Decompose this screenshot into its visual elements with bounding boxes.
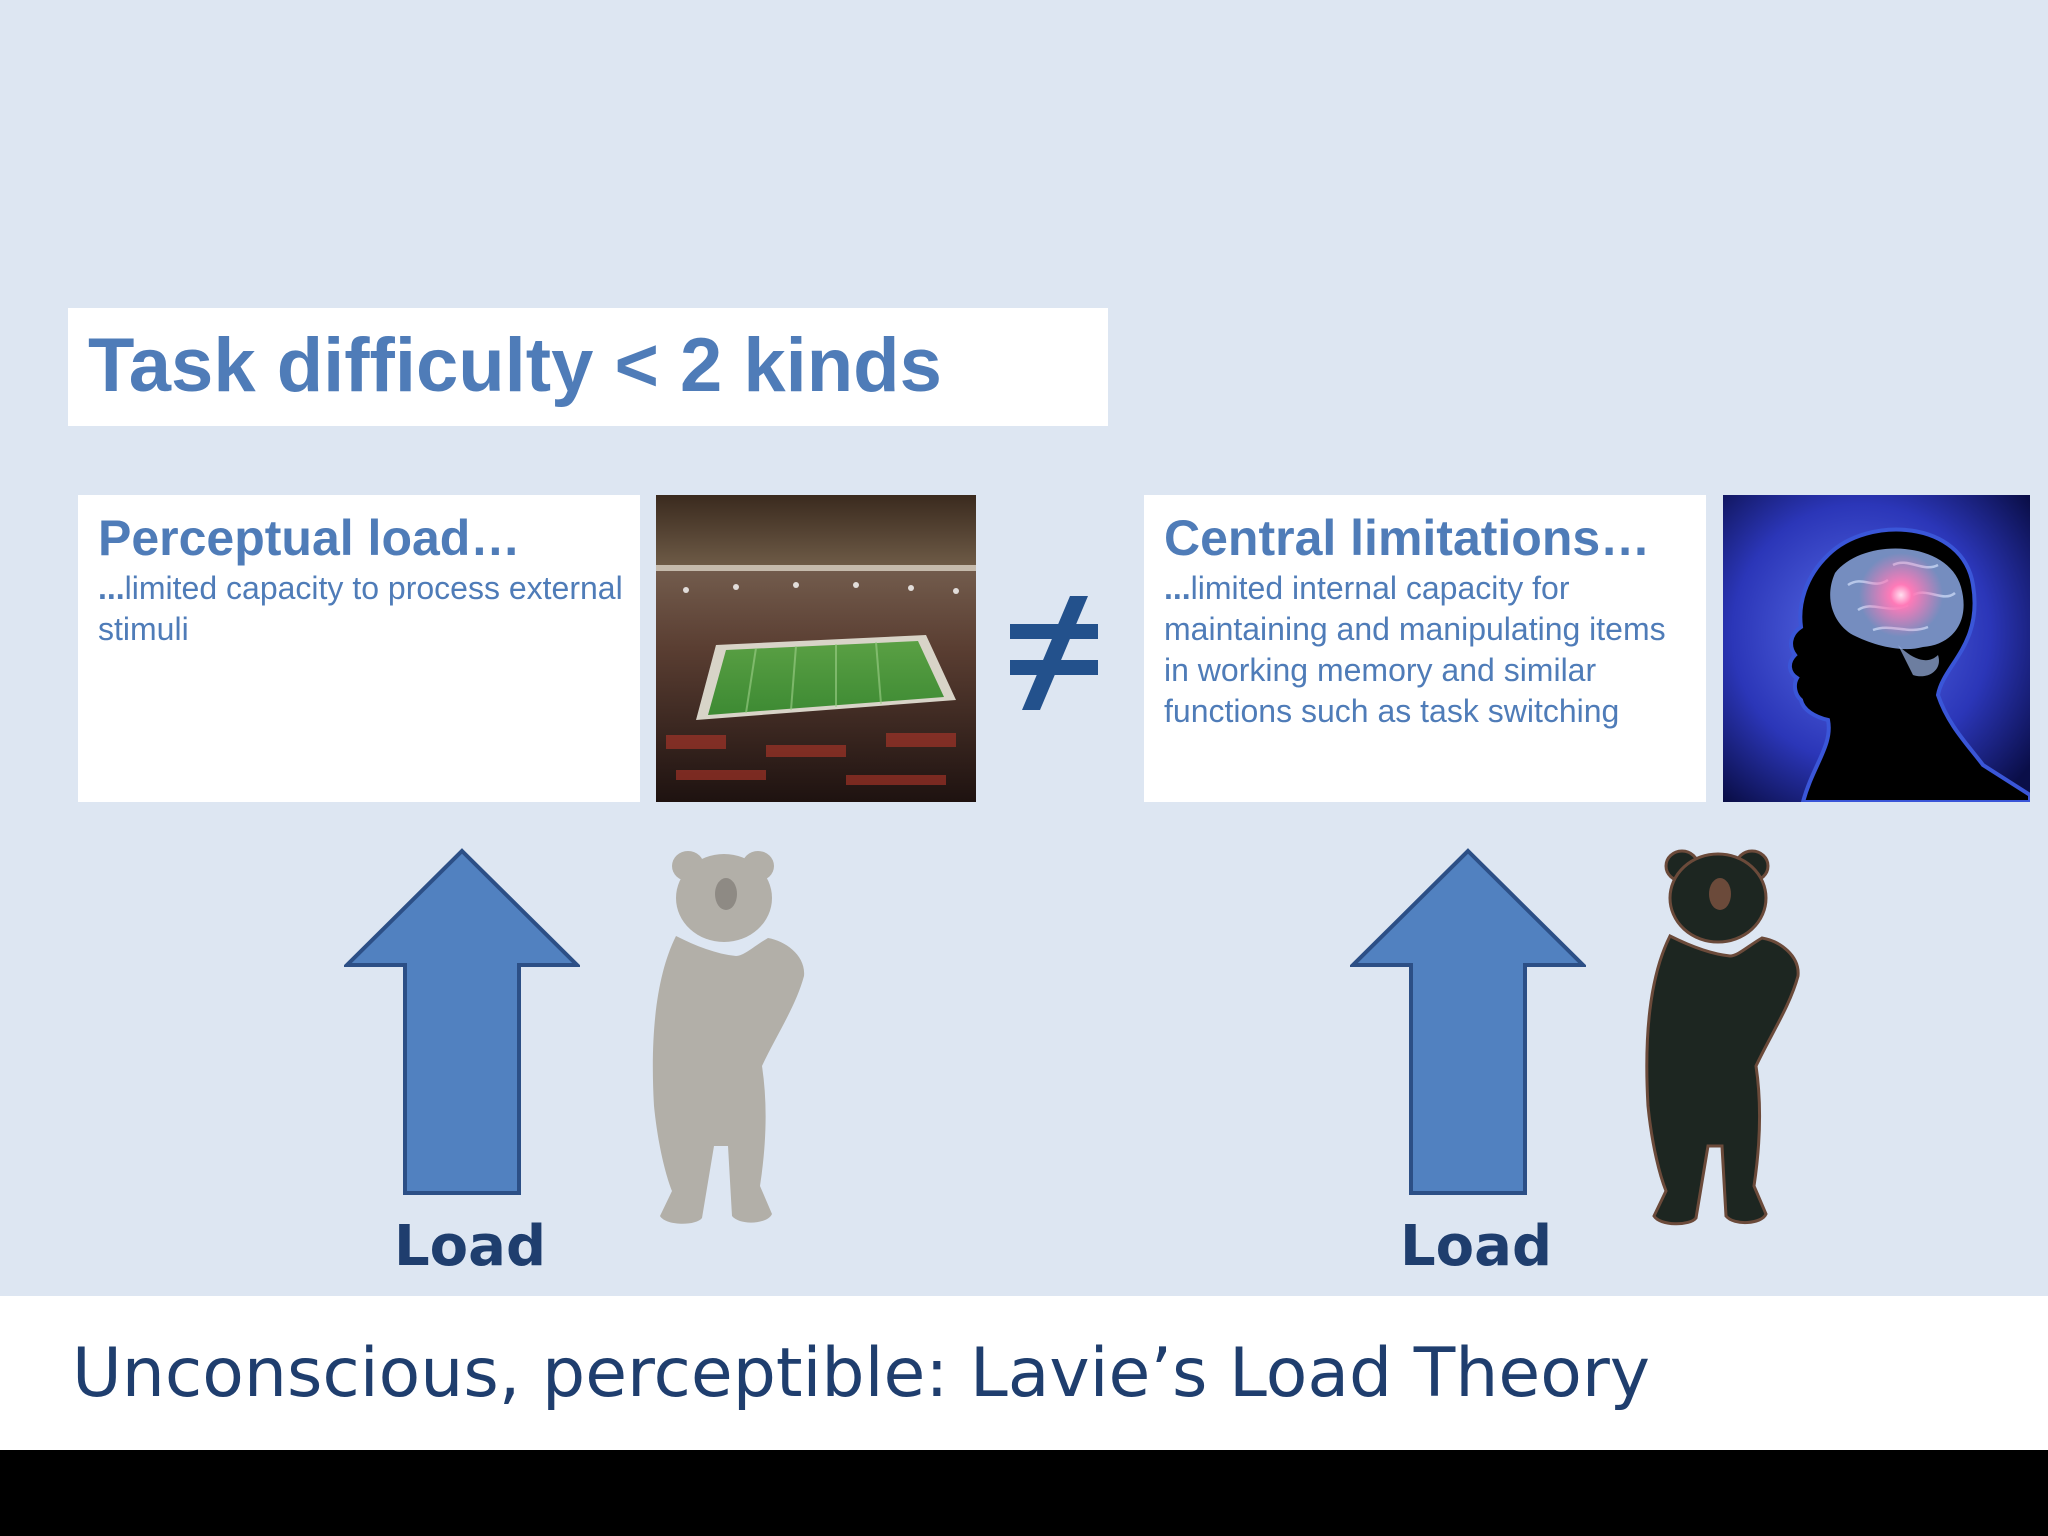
perceptual-load-card: Perceptual load… ...limited capacity to … (78, 495, 640, 802)
right-up-arrow-icon (1348, 848, 1588, 1196)
left-up-arrow-icon (342, 848, 582, 1196)
footer-bar: Unconscious, perceptible: Lavie’s Load T… (0, 1296, 2048, 1450)
slide-title: Task difficulty < 2 kinds (88, 323, 942, 408)
stadium-photo (656, 495, 976, 802)
left-load-label: Load (394, 1214, 547, 1279)
central-limitations-body: ...limited internal capacity for maintai… (1164, 568, 1694, 732)
central-limitations-heading: Central limitations… (1164, 510, 1651, 566)
footer-title: Unconscious, perceptible: Lavie’s Load T… (72, 1334, 1651, 1413)
perceptual-load-heading: Perceptual load… (98, 510, 521, 566)
central-limitations-body-text: limited internal capacity for maintainin… (1164, 570, 1666, 729)
light-bear-figure-icon (636, 846, 816, 1228)
perceptual-load-body-text: limited capacity to process external sti… (98, 570, 623, 647)
not-equal-icon (1004, 588, 1104, 718)
perceptual-load-body-prefix: ... (98, 570, 125, 606)
right-load-label: Load (1400, 1214, 1553, 1279)
central-limitations-card: Central limitations… ...limited internal… (1144, 495, 1706, 802)
central-limitations-body-prefix: ... (1164, 570, 1191, 606)
brain-photo (1723, 495, 2030, 802)
title-box: Task difficulty < 2 kinds (68, 308, 1108, 426)
slide: Task difficulty < 2 kinds Perceptual loa… (0, 0, 2048, 1296)
dark-bear-figure-icon (1630, 846, 1810, 1228)
perceptual-load-body: ...limited capacity to process external … (98, 568, 628, 650)
